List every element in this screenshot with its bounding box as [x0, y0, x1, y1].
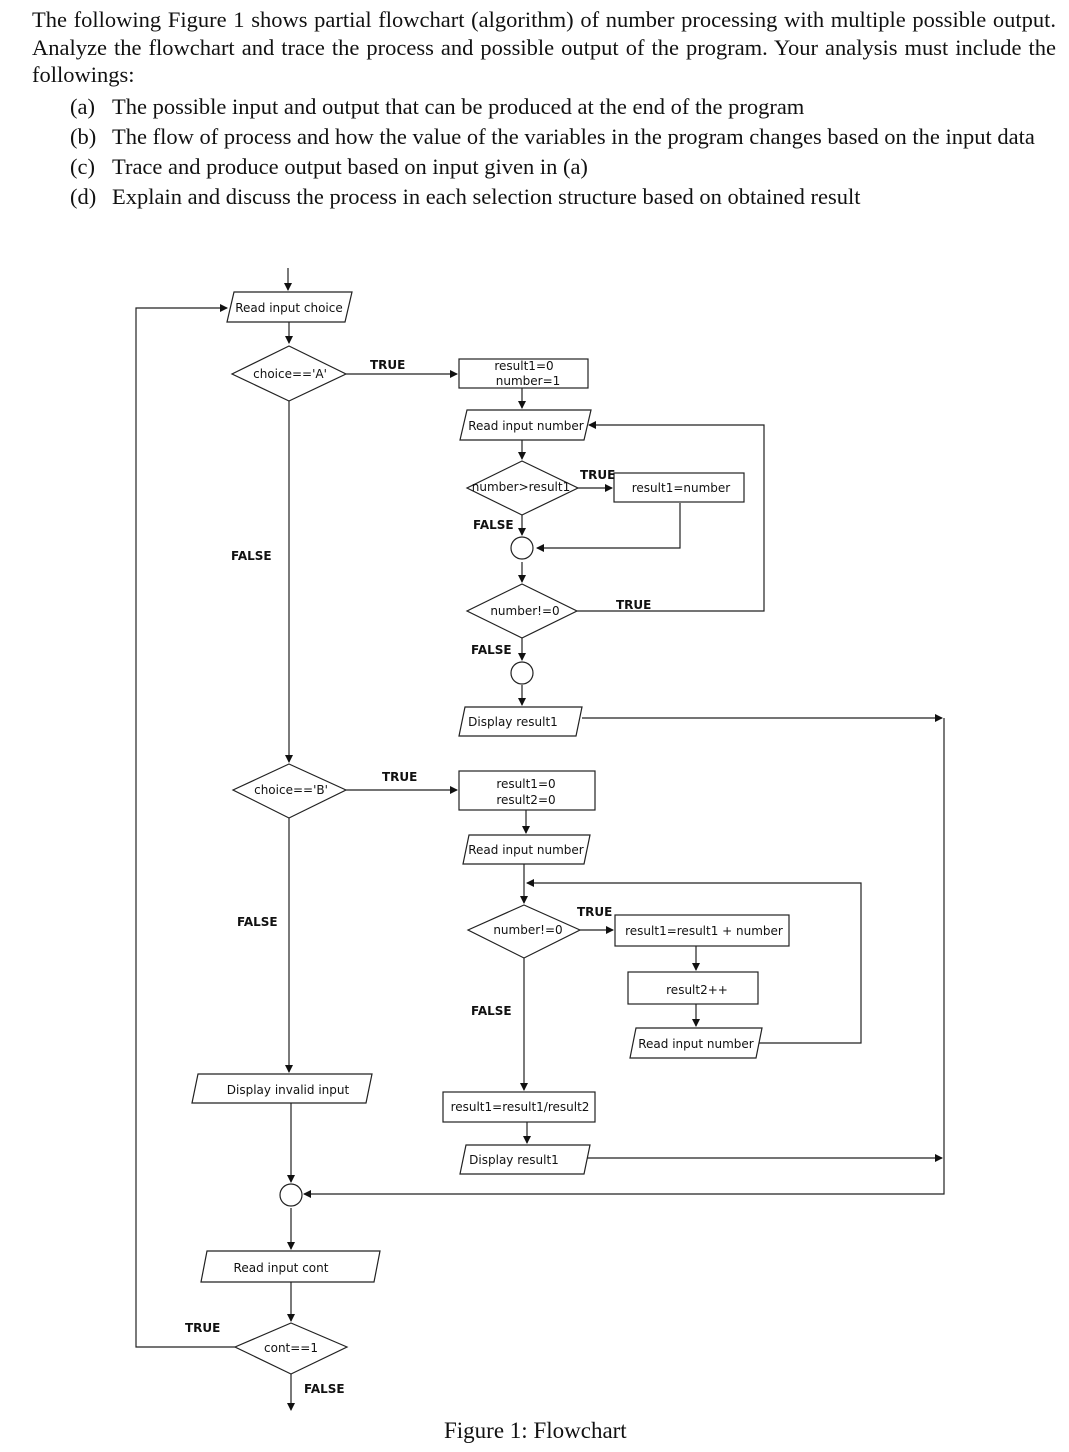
junction-a1: [510, 536, 534, 560]
label-true-number-gt: TRUE: [580, 468, 615, 482]
question-item-a: (a) The possible input and output that c…: [70, 92, 1060, 121]
question-item-c: (c) Trace and produce output based on in…: [70, 152, 1060, 181]
label-true-cont: TRUE: [185, 1321, 220, 1335]
decision-choice-a-shape: [230, 345, 348, 402]
question-item-d: (d) Explain and discuss the process in e…: [70, 182, 1060, 211]
b-read-number-text: Read input number: [468, 843, 584, 857]
b-display-text: Display result1: [469, 1153, 559, 1167]
label-true-number-ne-a: TRUE: [616, 598, 651, 612]
a-display-text: Display result1: [468, 715, 558, 729]
item-marker: (c): [70, 154, 95, 179]
item-text: The possible input and output that can b…: [112, 94, 805, 119]
label-false-choice-a: FALSE: [231, 549, 272, 563]
a-display-shape: [458, 706, 583, 737]
flow-connectors: [135, 268, 945, 1411]
display-invalid-text: Display invalid input: [227, 1083, 350, 1097]
a-read-number-shape: [459, 409, 592, 441]
question-items: (a) The possible input and output that c…: [70, 92, 1060, 212]
a-assign-text: result1=number: [632, 481, 731, 495]
item-marker: (b): [70, 124, 97, 149]
b-init-text-2: result2=0: [496, 793, 555, 807]
b-init-text-1: result1=0: [496, 777, 555, 791]
b-sum-text: result1=result1 + number: [625, 924, 783, 938]
b-inc-text: result2++: [666, 983, 728, 997]
b-sum-shape: [614, 914, 790, 947]
read-cont-shape: [200, 1250, 381, 1283]
label-true-choice-a: TRUE: [370, 358, 405, 372]
decision-number-gt-shape: [465, 460, 580, 516]
question-item-b: (b) The flow of process and how the valu…: [70, 122, 1060, 151]
b-init-shape: [458, 770, 596, 811]
label-false-number-gt: FALSE: [473, 518, 514, 532]
item-marker: (d): [70, 184, 97, 209]
b-read-number-shape: [462, 834, 591, 865]
label-true-choice-b: TRUE: [382, 770, 417, 784]
label-false-choice-b: FALSE: [237, 915, 278, 929]
junction-a2: [510, 661, 534, 685]
a-init-text-1: result1=0: [494, 359, 553, 373]
item-text: Explain and discuss the process in each …: [112, 184, 861, 209]
b-read-number-2-shape: [629, 1027, 763, 1059]
b-read-number-2-text: Read input number: [638, 1037, 754, 1051]
decision-choice-b-shape: [231, 763, 348, 819]
item-marker: (a): [70, 94, 95, 119]
b-divide-text: result1=result1/result2: [451, 1100, 590, 1114]
decision-cont-text: cont==1: [264, 1341, 318, 1355]
read-choice-text: Read input choice: [235, 301, 343, 315]
label-false-cont: FALSE: [304, 1382, 345, 1396]
b-divide-shape: [442, 1091, 596, 1123]
question-intro: The following Figure 1 shows partial flo…: [32, 7, 1056, 87]
a-init-text-2: number=1: [496, 374, 561, 388]
decision-number-gt-text: number>result1: [472, 480, 570, 494]
a-assign-shape: [613, 472, 745, 503]
read-choice-shape: [226, 291, 353, 323]
decision-choice-a-text: choice=='A': [253, 367, 327, 381]
decision-choice-b-text: choice=='B': [254, 783, 328, 797]
display-invalid-shape: [191, 1073, 373, 1104]
decision-number-ne-a-text: number!=0: [490, 604, 559, 618]
decision-cont-shape: [233, 1322, 349, 1375]
decision-number-ne-b-text: number!=0: [493, 923, 562, 937]
item-text: The flow of process and how the value of…: [112, 124, 1035, 149]
item-text: Trace and produce output based on input …: [112, 154, 588, 179]
a-read-number-text: Read input number: [468, 419, 584, 433]
decision-number-ne-a-shape: [465, 583, 579, 639]
label-true-number-ne-b: TRUE: [577, 905, 612, 919]
label-false-number-ne-b: FALSE: [471, 1004, 512, 1018]
b-inc-shape: [627, 971, 759, 1005]
read-cont-text: Read input cont: [234, 1261, 329, 1275]
decision-number-ne-b-shape: [466, 904, 582, 959]
a-init-shape: [458, 358, 589, 389]
junction-main: [279, 1183, 303, 1207]
label-false-number-ne-a: FALSE: [471, 643, 512, 657]
b-display-shape: [459, 1144, 591, 1175]
figure-caption: Figure 1: Flowchart: [444, 1418, 627, 1443]
